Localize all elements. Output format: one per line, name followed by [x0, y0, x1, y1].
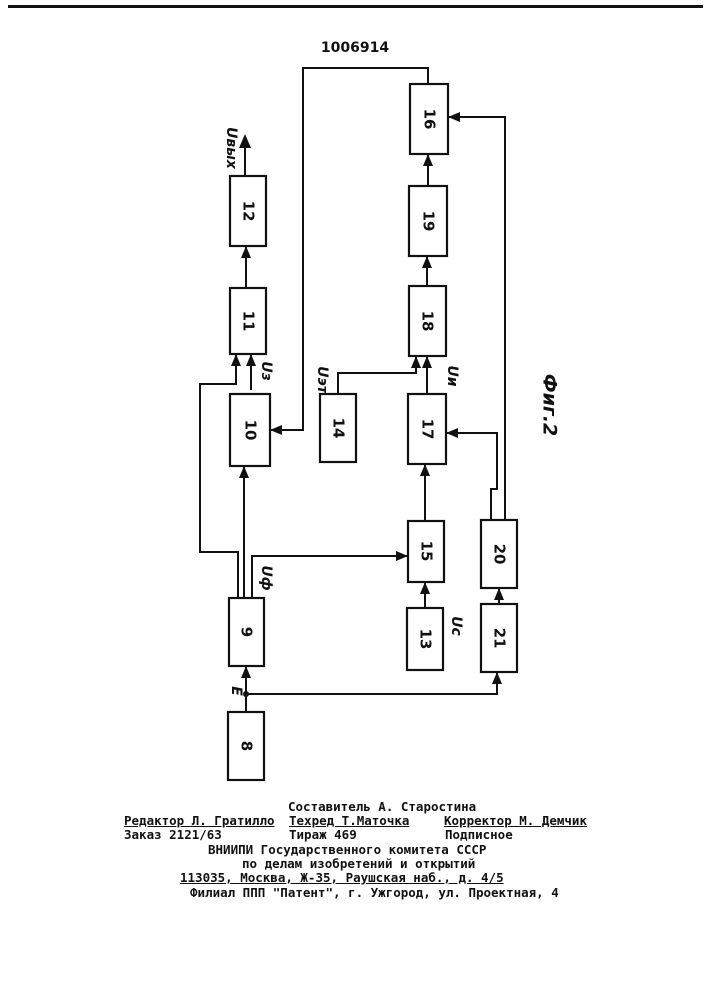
footer-branch: Филиал ППП "Патент", г. Ужгород, ул. Про… [190, 885, 559, 900]
block-13: 13 [407, 608, 443, 670]
block-20: 20 [481, 520, 517, 588]
block-label: 20 [491, 544, 509, 565]
block-21: 21 [481, 604, 517, 672]
footer-subscription: Подписное [445, 827, 513, 842]
footer-corrector: Корректор М. Демчик [444, 813, 587, 828]
block-8: 8 [228, 712, 264, 780]
block-11: 11 [230, 288, 266, 354]
block-17: 17 [408, 394, 446, 464]
block-label: 13 [417, 629, 435, 650]
block-label: 12 [240, 201, 258, 222]
block-label: 11 [240, 311, 258, 332]
block-label: 17 [419, 419, 437, 440]
signal-u-f: Uф [258, 565, 274, 590]
block-18: 18 [409, 286, 446, 356]
figure-label: Фиг.2 [539, 374, 561, 437]
block-label: 18 [419, 311, 437, 332]
footer-compiler: Составитель А. Старостина [288, 799, 476, 814]
block-19: 19 [409, 186, 447, 256]
block-label: 19 [420, 211, 438, 232]
signal-u-c: Uс [448, 616, 464, 636]
signal-u-out: Uвых [223, 127, 239, 170]
footer-techred: Техред Т.Маточка [289, 813, 409, 828]
footer-circulation: Тираж 469 [289, 827, 357, 842]
footer-org1: ВНИИПИ Государственного комитета СССР [208, 842, 486, 857]
block-12: 12 [230, 176, 266, 246]
footer-editor: Редактор Л. Гратилло [124, 813, 275, 828]
footer-org2: по делам изобретений и открытий [242, 856, 475, 871]
block-label: 9 [238, 627, 256, 637]
footer-address: 113035, Москва, Ж-35, Раушская наб., д. … [180, 870, 504, 885]
signal-e: E [228, 686, 244, 696]
block-label: 15 [418, 541, 436, 562]
block-label: 16 [421, 109, 439, 130]
block-label: 14 [330, 418, 348, 439]
signal-u-et: Uэт [314, 366, 330, 395]
block-10: 10 [230, 394, 270, 466]
signal-u-i: Uи [444, 365, 460, 386]
block-15: 15 [408, 521, 444, 582]
block-16: 16 [410, 84, 448, 154]
block-label: 10 [242, 420, 260, 441]
block-label: 21 [491, 628, 509, 649]
block-14: 14 [320, 394, 356, 462]
patent-number: 1006914 [321, 40, 389, 56]
footer-order: Заказ 2121/63 [124, 827, 222, 842]
block-label: 8 [238, 741, 256, 751]
signal-u-z: Uз [258, 361, 274, 381]
block-diagram: 1006914 [0, 0, 707, 800]
block-9: 9 [229, 598, 264, 666]
arrowheads [231, 112, 504, 684]
